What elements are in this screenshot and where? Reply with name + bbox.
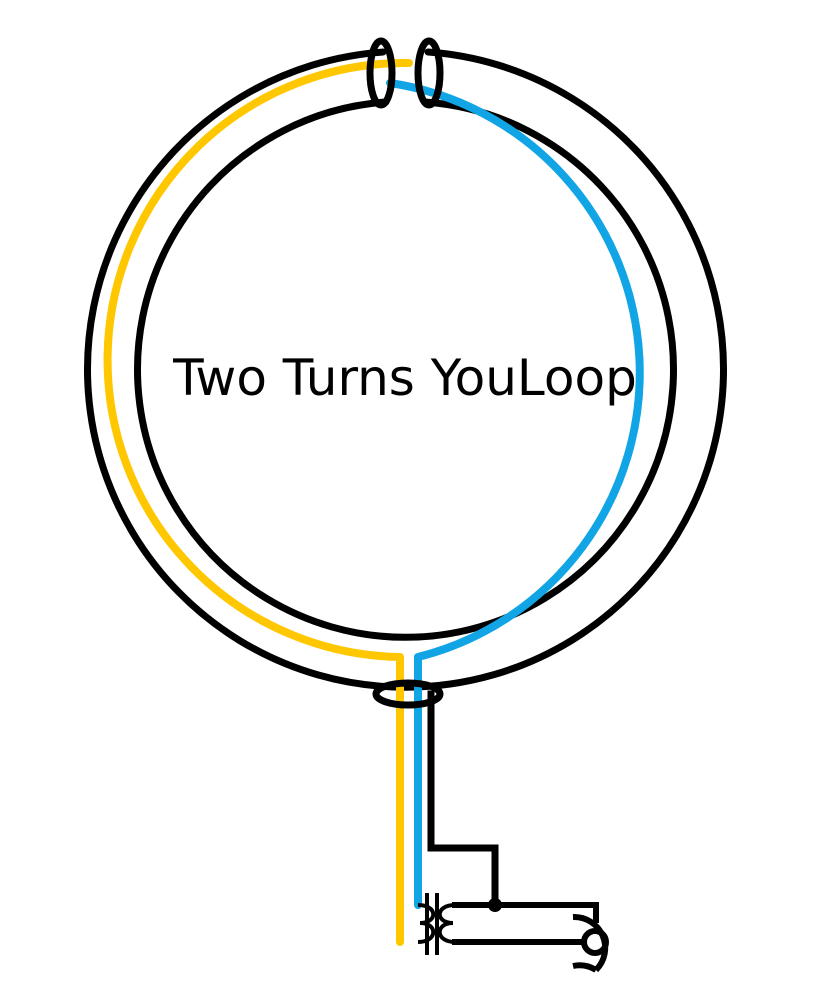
- tube-outer-wall-arc: [84, 48, 727, 691]
- blue-wire-loop: [386, 79, 644, 909]
- coax-connector-shield-lower-arc: [572, 962, 598, 973]
- transformer-secondary-winding: [437, 903, 456, 944]
- tube-exit-ellipse-bottom: [372, 679, 444, 709]
- tube-inner-wall-arc: [134, 98, 677, 641]
- tube-endcap-ellipse-right: [414, 37, 444, 109]
- shield-junction-dot: [488, 898, 502, 912]
- yellow-wire-loop: [103, 58, 413, 946]
- black-shield-lead: [427, 690, 499, 909]
- transformer-primary-winding: [417, 903, 436, 944]
- diagram-title-label: Two Turns YouLoop: [172, 349, 637, 407]
- tube-endcap-ellipse-left: [366, 37, 396, 109]
- coax-connector-center-pin: [581, 928, 609, 956]
